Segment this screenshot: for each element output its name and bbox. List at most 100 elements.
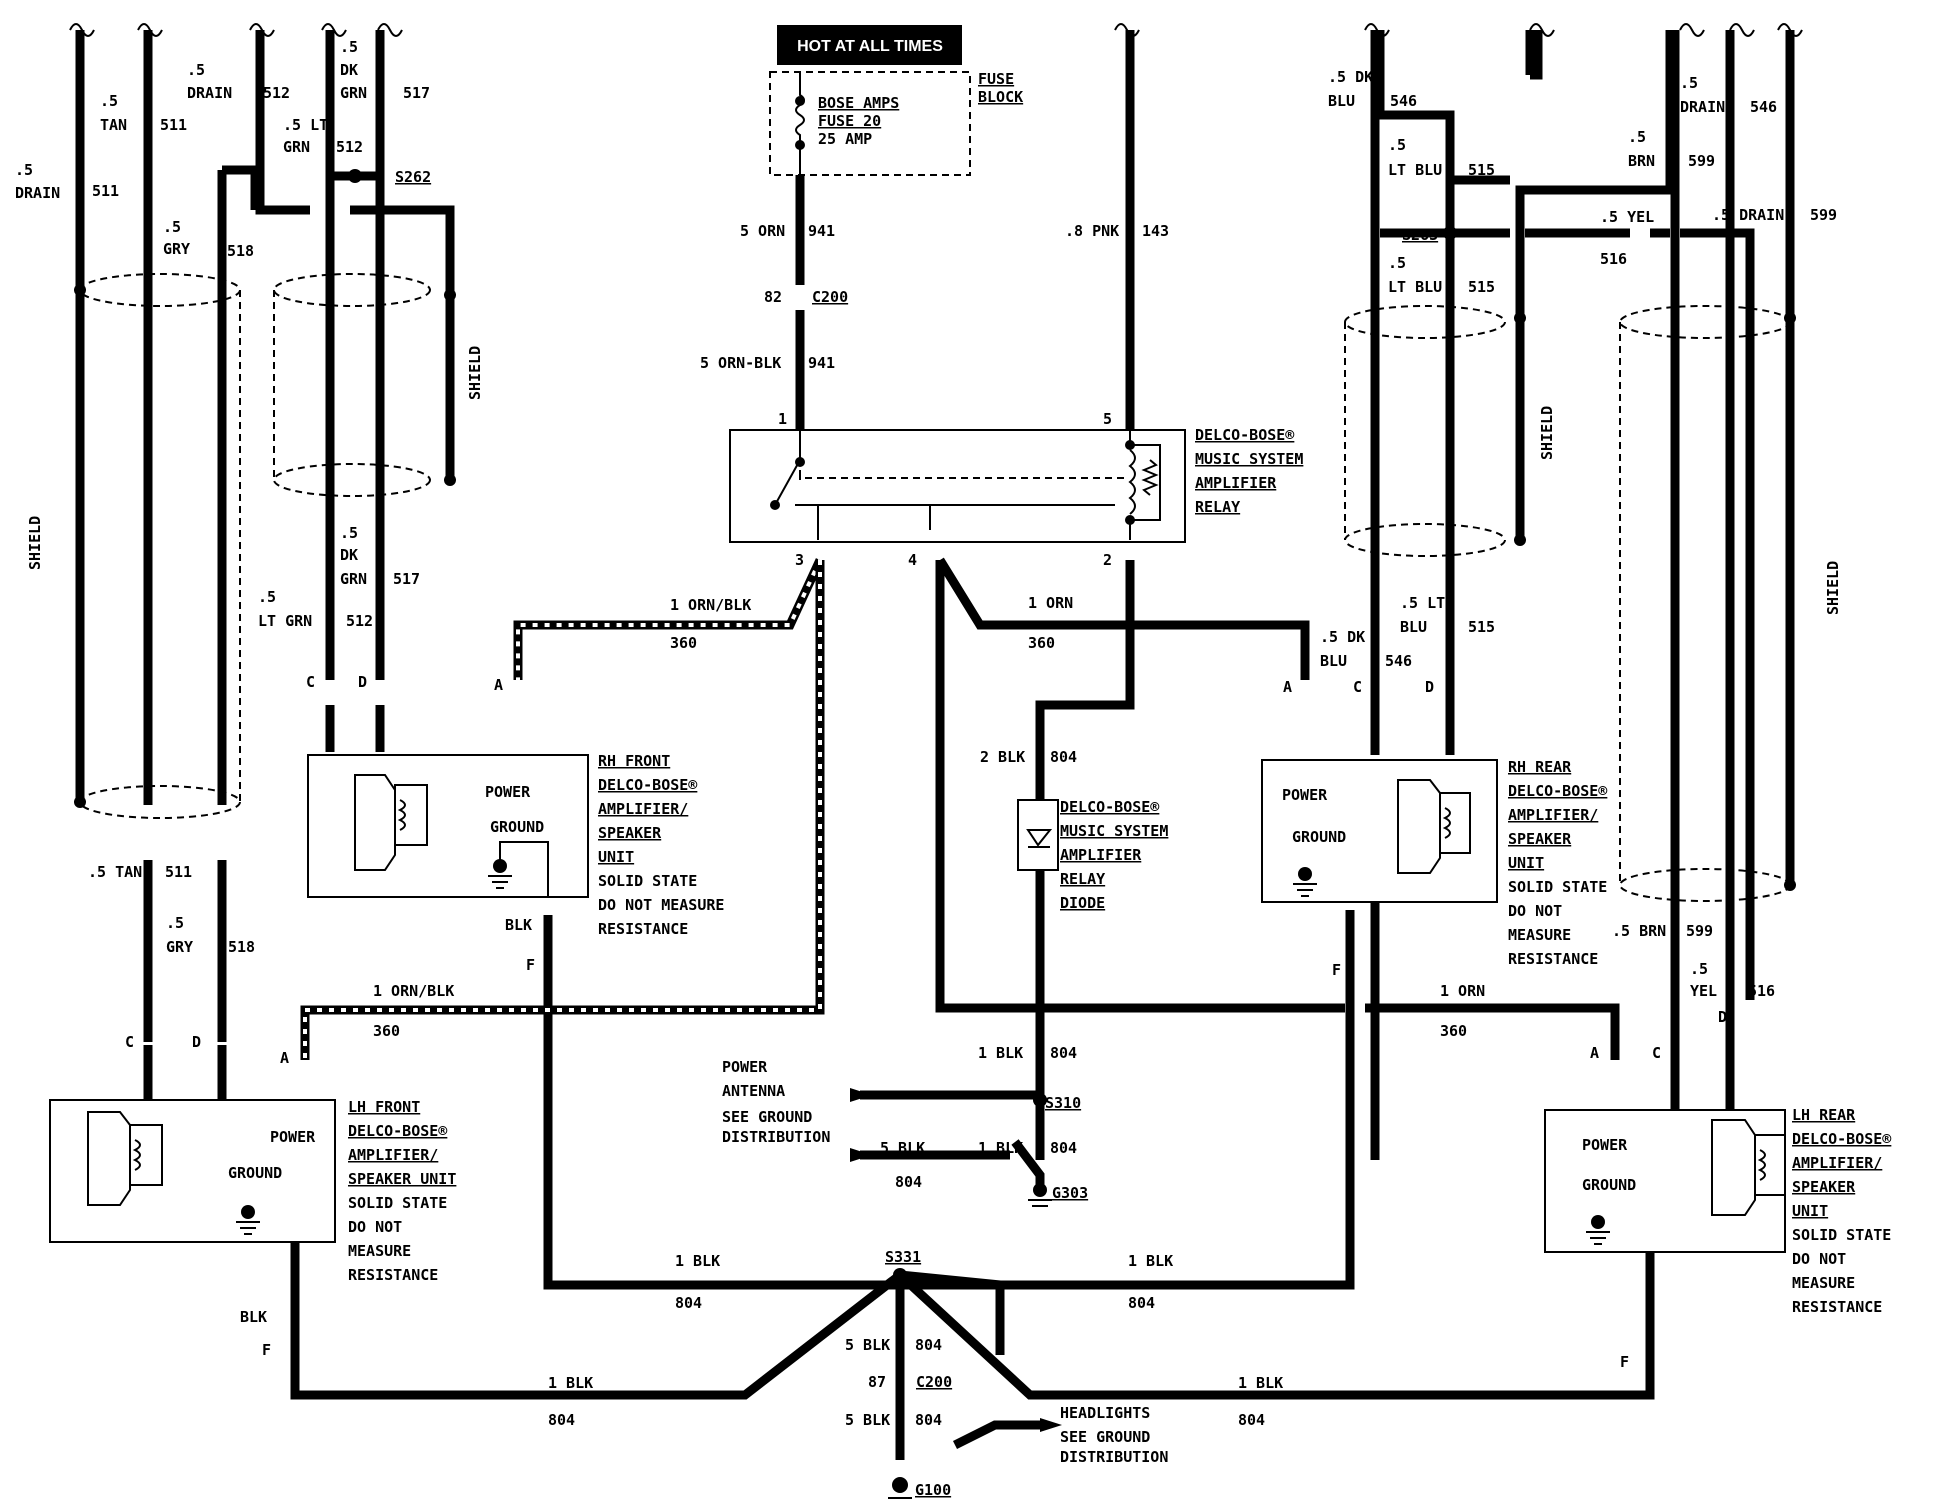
svg-text:804: 804	[548, 1411, 575, 1429]
relay-box: 1 5 3 4 2 DELCO-BOSE® MUSIC SYSTEM AMPLI…	[729, 410, 1303, 569]
svg-text:DO NOT: DO NOT	[1792, 1250, 1846, 1268]
svg-text:.5: .5	[163, 218, 181, 236]
svg-text:RESISTANCE: RESISTANCE	[598, 920, 688, 938]
svg-text:1 BLK: 1 BLK	[548, 1374, 593, 1392]
svg-text:5 BLK: 5 BLK	[845, 1336, 890, 1354]
svg-text:941: 941	[808, 222, 835, 240]
svg-text:360: 360	[1028, 634, 1055, 652]
svg-text:.5: .5	[15, 161, 33, 179]
svg-text:G100: G100	[915, 1481, 951, 1499]
svg-text:D: D	[1425, 678, 1434, 696]
rh-front-unit: POWER GROUND RH FRONT DELCO-BOSE® AMPLIF…	[307, 752, 724, 938]
ground-bus	[290, 902, 1655, 1499]
svg-text:RELAY: RELAY	[1060, 870, 1105, 888]
svg-text:518: 518	[228, 938, 255, 956]
svg-text:GROUND: GROUND	[1582, 1176, 1636, 1194]
svg-text:DRAIN: DRAIN	[187, 84, 232, 102]
svg-text:LH FRONT: LH FRONT	[348, 1098, 420, 1116]
svg-text:GROUND: GROUND	[490, 818, 544, 836]
svg-text:804: 804	[1128, 1294, 1155, 1312]
svg-text:GRY: GRY	[163, 240, 190, 258]
svg-text:AMPLIFIER/: AMPLIFIER/	[1792, 1154, 1882, 1172]
svg-text:1 ORN: 1 ORN	[1440, 982, 1485, 1000]
svg-text:512: 512	[336, 138, 363, 156]
svg-text:DISTRIBUTION: DISTRIBUTION	[1060, 1448, 1168, 1466]
svg-text:.5 LT: .5 LT	[283, 116, 328, 134]
svg-text:518: 518	[227, 242, 254, 260]
svg-text:1 ORN: 1 ORN	[1028, 594, 1073, 612]
svg-text:MEASURE: MEASURE	[1508, 926, 1571, 944]
svg-text:RELAY: RELAY	[1195, 498, 1240, 516]
svg-text:SPEAKER: SPEAKER	[1508, 830, 1572, 848]
svg-text:G303: G303	[1052, 1184, 1088, 1202]
svg-text:BLU: BLU	[1328, 92, 1355, 110]
svg-text:804: 804	[1050, 1139, 1077, 1157]
svg-text:A: A	[1590, 1044, 1599, 1062]
svg-text:BLOCK: BLOCK	[978, 88, 1023, 106]
svg-text:GRN: GRN	[340, 570, 367, 588]
rh-rear-unit: POWER GROUND RH REAR DELCO-BOSE® AMPLIFI…	[1261, 758, 1608, 968]
svg-text:SHIELD: SHIELD	[1824, 561, 1842, 615]
svg-text:.5 DK: .5 DK	[1328, 68, 1373, 86]
svg-text:1: 1	[778, 410, 787, 428]
svg-text:517: 517	[393, 570, 420, 588]
svg-text:A: A	[280, 1049, 289, 1067]
svg-text:AMPLIFIER/: AMPLIFIER/	[1508, 806, 1598, 824]
svg-text:TAN: TAN	[100, 116, 127, 134]
svg-text:1 BLK: 1 BLK	[1128, 1252, 1173, 1270]
svg-text:.5 DRAIN: .5 DRAIN	[1712, 206, 1784, 224]
svg-text:DELCO-BOSE®: DELCO-BOSE®	[1195, 426, 1295, 444]
svg-text:.8 PNK: .8 PNK	[1065, 222, 1119, 240]
svg-text:D: D	[192, 1033, 201, 1051]
svg-text:RESISTANCE: RESISTANCE	[1792, 1298, 1882, 1316]
svg-text:LT BLU: LT BLU	[1388, 278, 1442, 296]
svg-text:804: 804	[675, 1294, 702, 1312]
svg-text:5 BLK: 5 BLK	[845, 1411, 890, 1429]
svg-text:POWER: POWER	[1282, 786, 1328, 804]
svg-text:MEASURE: MEASURE	[1792, 1274, 1855, 1292]
svg-text:360: 360	[373, 1022, 400, 1040]
svg-text:S331: S331	[885, 1248, 921, 1266]
svg-text:SEE GROUND: SEE GROUND	[1060, 1428, 1150, 1446]
svg-text:C: C	[125, 1033, 134, 1051]
svg-text:DK: DK	[340, 61, 358, 79]
svg-text:546: 546	[1750, 98, 1777, 116]
svg-text:A: A	[494, 676, 503, 694]
svg-text:5 ORN-BLK: 5 ORN-BLK	[700, 354, 781, 372]
svg-text:1 ORN/BLK: 1 ORN/BLK	[373, 982, 454, 1000]
svg-text:F: F	[1620, 1353, 1629, 1371]
svg-text:DK: DK	[340, 546, 358, 564]
svg-text:GRN: GRN	[283, 138, 310, 156]
svg-text:BRN: BRN	[1628, 152, 1655, 170]
svg-text:.5 BRN: .5 BRN	[1612, 922, 1666, 940]
svg-text:DRAIN: DRAIN	[15, 184, 60, 202]
svg-text:.5: .5	[187, 61, 205, 79]
svg-text:D: D	[358, 673, 367, 691]
svg-text:2: 2	[1103, 551, 1112, 569]
svg-text:MUSIC SYSTEM: MUSIC SYSTEM	[1060, 822, 1168, 840]
svg-text:F: F	[526, 956, 535, 974]
svg-text:DELCO-BOSE®: DELCO-BOSE®	[1060, 798, 1160, 816]
svg-text:3: 3	[795, 551, 804, 569]
svg-text:SOLID STATE: SOLID STATE	[348, 1194, 447, 1212]
svg-text:DELCO-BOSE®: DELCO-BOSE®	[598, 776, 698, 794]
svg-text:804: 804	[895, 1173, 922, 1191]
svg-text:.5: .5	[1388, 254, 1406, 272]
svg-text:GROUND: GROUND	[1292, 828, 1346, 846]
svg-text:GRY: GRY	[166, 938, 193, 956]
svg-text:LT GRN: LT GRN	[258, 612, 312, 630]
svg-text:S310: S310	[1045, 1094, 1081, 1112]
svg-text:5 BLK: 5 BLK	[880, 1139, 925, 1157]
lh-front-unit: POWER GROUND LH FRONT DELCO-BOSE® AMPLIF…	[49, 1098, 456, 1284]
svg-text:FUSE 20: FUSE 20	[818, 112, 881, 130]
svg-text:2 BLK: 2 BLK	[980, 748, 1025, 766]
svg-text:BLU: BLU	[1320, 652, 1347, 670]
svg-text:82: 82	[764, 288, 782, 306]
svg-text:941: 941	[808, 354, 835, 372]
svg-text:C200: C200	[916, 1373, 952, 1391]
svg-text:.5: .5	[166, 914, 184, 932]
svg-text:SEE GROUND: SEE GROUND	[722, 1108, 812, 1126]
svg-text:5 ORN: 5 ORN	[740, 222, 785, 240]
svg-text:5: 5	[1103, 410, 1112, 428]
center-wires	[543, 30, 1620, 1290]
